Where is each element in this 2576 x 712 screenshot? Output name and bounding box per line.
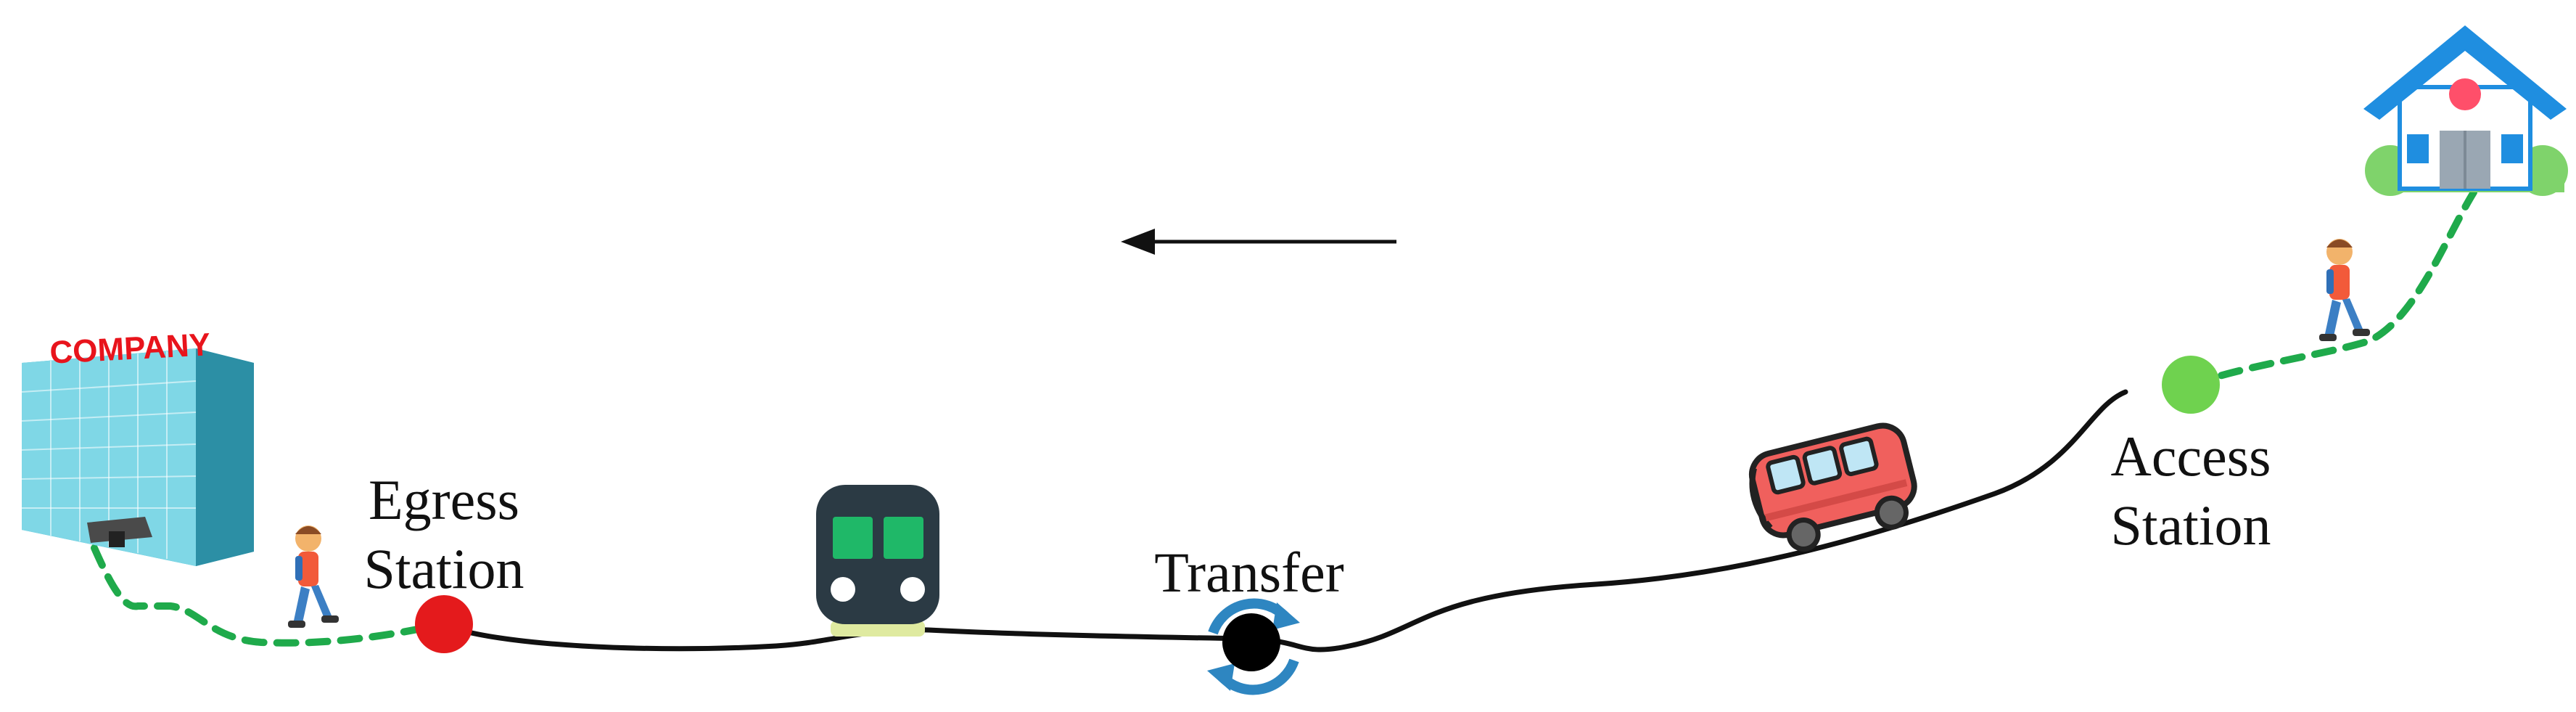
company-sign: COMPANY <box>49 327 211 371</box>
office-building-icon: COMPANY <box>21 327 254 566</box>
walk-path-access <box>2187 189 2477 388</box>
walk-path-egress <box>91 544 448 647</box>
left-arrow-icon <box>1121 229 1396 255</box>
egress-label-line2: Station <box>363 537 524 600</box>
egress-label-line1: Egress <box>369 468 519 531</box>
access-label-line2: Station <box>2110 494 2271 557</box>
house-icon <box>2363 25 2568 196</box>
transfer-cycle-icon <box>1207 598 1300 695</box>
bus-icon <box>1748 422 1917 552</box>
transfer-label: Transfer <box>1154 541 1343 604</box>
access-station-node <box>2162 356 2220 414</box>
train-icon <box>816 485 939 637</box>
transit-route <box>440 389 2128 652</box>
transfer-node <box>1207 598 1300 695</box>
access-label-line1: Access <box>2111 425 2271 488</box>
walking-person-icon <box>2319 239 2370 341</box>
walking-person-icon <box>288 525 339 628</box>
egress-station-node <box>415 595 473 653</box>
